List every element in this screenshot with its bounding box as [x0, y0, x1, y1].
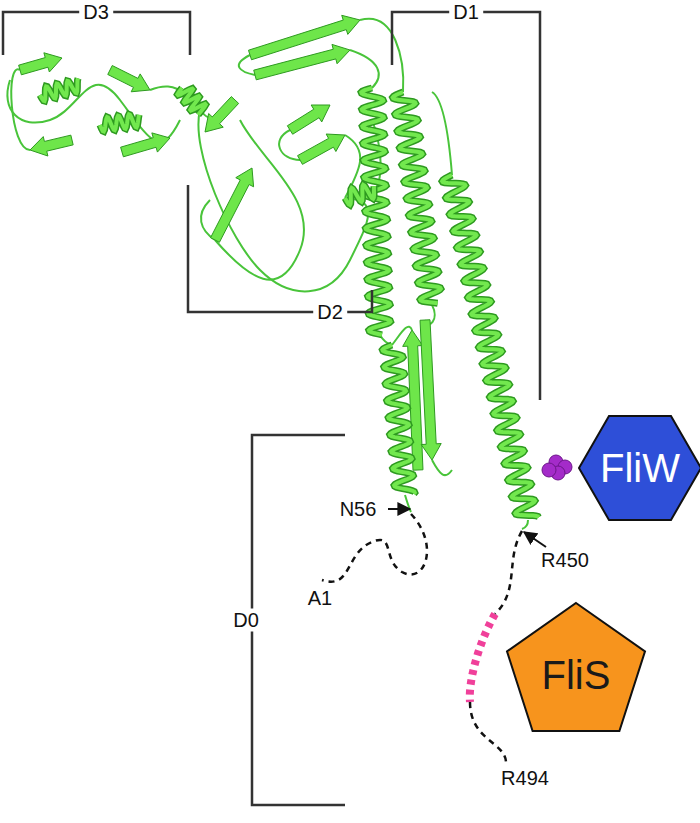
- alpha-helix: [393, 92, 441, 303]
- node-shape: [579, 416, 700, 520]
- domain-label: D3: [79, 1, 113, 24]
- alpha-helix: [382, 345, 414, 494]
- domain-label: D2: [313, 301, 347, 324]
- alpha-helix: [100, 114, 139, 131]
- disordered-terminus: [470, 702, 506, 762]
- residue-label: R494: [497, 767, 553, 790]
- coil-loop: [279, 130, 300, 160]
- beta-strand: [420, 320, 441, 460]
- disordered-terminus: [495, 531, 522, 614]
- alpha-helix: [40, 78, 78, 101]
- helix-fill: [361, 88, 390, 335]
- coil-loop: [11, 69, 30, 150]
- helix-outline: [100, 114, 139, 131]
- helix-fill: [345, 185, 374, 205]
- beta-strand: [205, 97, 239, 132]
- disordered-terminus: [322, 514, 427, 582]
- alpha-helix: [177, 88, 205, 115]
- node-label: FliS: [542, 653, 611, 697]
- domain-label: D1: [449, 1, 483, 24]
- coil-loop: [350, 50, 379, 88]
- node-shape: [507, 603, 645, 731]
- helix-fill: [100, 114, 139, 131]
- beta-strand: [108, 66, 150, 92]
- helix-outline: [40, 78, 78, 101]
- binding-partner-hexagon: FliW: [578, 415, 700, 521]
- beta-strand: [30, 135, 73, 156]
- leader-arrow: [524, 532, 546, 547]
- helix-fill: [393, 92, 441, 303]
- helix-fill: [177, 88, 205, 115]
- beta-strand: [403, 330, 423, 470]
- coil-loop: [215, 120, 304, 280]
- alpha-helix: [361, 88, 390, 335]
- coil-loop: [360, 19, 403, 92]
- disordered-terminus: [470, 614, 495, 702]
- residue-label: N56: [336, 498, 381, 521]
- beta-strand: [121, 133, 170, 157]
- coil-loop: [522, 520, 528, 529]
- beta-strand: [19, 53, 62, 75]
- residue-label: A1: [304, 587, 336, 610]
- leader-arrow: [388, 508, 410, 510]
- helix-outline: [177, 88, 205, 115]
- helix-outline: [361, 88, 390, 335]
- beta-strand: [287, 105, 330, 134]
- helix-outline: [382, 345, 414, 494]
- beta-strand: [254, 44, 350, 79]
- helix-outline: [393, 92, 441, 303]
- binding-partner-pentagon: FliS: [506, 602, 646, 732]
- domain-bracket: [392, 12, 540, 400]
- helix-fill: [442, 175, 538, 517]
- residue-label: R450: [537, 549, 593, 572]
- helix-fill: [382, 345, 414, 494]
- residue-sphere: [542, 463, 556, 477]
- beta-strand: [298, 134, 345, 164]
- alpha-helix: [345, 185, 374, 205]
- domain-bracket: [252, 435, 345, 805]
- helix-outline: [442, 175, 538, 517]
- alpha-helix: [442, 175, 538, 517]
- beta-strand: [211, 168, 254, 242]
- ribbon-structure: [7, 15, 538, 529]
- helix-outline: [345, 185, 374, 205]
- domain-bracket: [188, 185, 372, 312]
- coil-loop: [432, 460, 452, 475]
- coil-loop: [432, 92, 452, 175]
- helix-fill: [40, 78, 78, 101]
- node-label: FliW: [600, 446, 680, 490]
- domain-label: D0: [229, 609, 263, 632]
